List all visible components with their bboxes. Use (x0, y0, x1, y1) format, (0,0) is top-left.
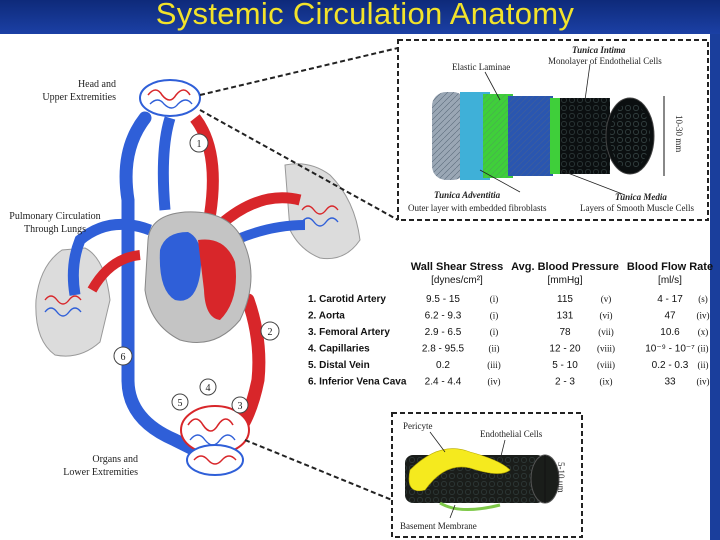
capillary-scale: 5-10 μm (556, 462, 566, 493)
cell-wss: 2.8 - 95.5 (422, 344, 465, 355)
table-row: 4. Capillaries 2.8 - 95.5 (ii) 12 - 20 (viii… (308, 344, 709, 355)
elastic-laminae-label: Elastic Laminae (452, 62, 510, 72)
cell-flow: 0.2 - 0.3 (652, 360, 689, 371)
header-bp: Avg. Blood Pressure (511, 261, 619, 273)
intima-desc: Monolayer of Endothelial Cells (548, 56, 662, 66)
cell-flow-ref: (x) (698, 327, 709, 337)
cell-flow: 4 - 17 (657, 294, 683, 305)
cell-wss-ref: (iv) (488, 377, 501, 387)
header-flow: Blood Flow Rate (627, 261, 713, 273)
cell-bp-ref: (v) (601, 294, 612, 304)
svg-text:4: 4 (206, 383, 211, 394)
cell-bp: 2 - 3 (555, 377, 575, 388)
cell-vessel: 6. Inferior Vena Cava (308, 377, 407, 388)
right-lung (284, 163, 361, 260)
tunica-adventitia-label: Tunica Adventitia (434, 190, 501, 200)
cell-flow: 47 (664, 311, 676, 322)
cell-flow: 33 (664, 377, 676, 388)
capillary-inset: Pericyte Endothelial Cells Basement Memb… (391, 412, 583, 538)
pericyte-label: Pericyte (403, 421, 433, 431)
cell-wss-ref: (ii) (489, 344, 500, 354)
svg-text:3: 3 (238, 401, 243, 412)
cell-bp: 131 (557, 311, 574, 322)
unit-flow: [ml/s] (658, 275, 682, 286)
lower-capillary-bed (180, 405, 250, 476)
endothelial-label: Endothelial Cells (480, 429, 543, 439)
cell-bp-ref: (vi) (600, 311, 613, 321)
pulmonary-label-line1: Pulmonary Circulation (9, 211, 100, 222)
cell-vessel: 1. Carotid Artery (308, 294, 386, 305)
circulation-diagram: Head and Upper Extremities Pulmonary Cir… (9, 47, 399, 501)
tunica-intima-label: Tunica Intima (572, 45, 626, 55)
tunica-media-label: Tunica Media (615, 192, 667, 202)
cell-bp: 78 (559, 327, 571, 338)
cell-flow: 10⁻⁹ - 10⁻⁷ (645, 344, 695, 355)
cell-bp: 115 (557, 294, 573, 305)
head-label-line1: Head and (78, 79, 116, 90)
table-row: 2. Aorta 6.2 - 9.3 (i) 131 (vi) 47 (iv) (308, 311, 710, 322)
table-row: 6. Inferior Vena Cava 2.4 - 4.4 (iv) 2 - 3 (… (308, 377, 710, 388)
cell-flow: 10.6 (660, 327, 680, 338)
artery-scale: 10-30 mm (674, 115, 684, 152)
cell-wss: 2.9 - 6.5 (425, 327, 462, 338)
cell-vessel: 5. Distal Vein (308, 360, 370, 371)
marker-1: 1 (189, 133, 209, 153)
cell-wss-ref: (iii) (487, 360, 501, 370)
pulmonary-label-line2: Through Lungs (24, 224, 86, 235)
header-wss: Wall Shear Stress (411, 261, 504, 273)
marker-4: 4 (199, 378, 217, 396)
table-row: 1. Carotid Artery 9.5 - 15 (i) 115 (v) 4 - 17… (308, 294, 708, 305)
cell-flow-ref: (ii) (698, 344, 709, 354)
table-row: 5. Distal Vein 0.2 (iii) 5 - 10 (viii) 0.2 - … (308, 360, 709, 371)
page-title: Systemic Circulation Anatomy (155, 0, 575, 31)
cell-wss: 6.2 - 9.3 (425, 311, 462, 322)
svg-text:6: 6 (121, 352, 126, 363)
cell-wss-ref: (i) (490, 311, 499, 321)
organs-label-line2: Lower Extremities (63, 467, 138, 478)
cell-bp: 5 - 10 (552, 360, 578, 371)
artery-inset: 10-30 mm Elastic Laminae Tunica Intima M… (397, 39, 709, 221)
organs-label-line1: Organs and (92, 454, 138, 465)
cell-wss: 9.5 - 15 (426, 294, 460, 305)
title-bar: Systemic Circulation Anatomy (0, 0, 720, 34)
cell-bp-ref: (viii) (597, 360, 615, 370)
svg-text:1: 1 (197, 139, 202, 150)
cell-flow-ref: (s) (698, 294, 708, 304)
adventitia-desc: Outer layer with embedded fibroblasts (408, 203, 547, 213)
cell-flow-ref: (iv) (697, 377, 710, 387)
cell-bp: 12 - 20 (549, 344, 581, 355)
cell-vessel: 2. Aorta (308, 311, 345, 322)
cell-wss: 0.2 (436, 360, 450, 371)
svg-text:2: 2 (268, 327, 273, 338)
cell-wss: 2.4 - 4.4 (425, 377, 462, 388)
cell-bp-ref: (viii) (597, 344, 615, 354)
table-row: 3. Femoral Artery 2.9 - 6.5 (i) 78 (vii) 10.6… (308, 327, 708, 338)
cell-wss-ref: (i) (490, 327, 499, 337)
cell-wss-ref: (i) (490, 294, 499, 304)
marker-2: 2 (260, 321, 280, 341)
cell-flow-ref: (iv) (697, 311, 710, 321)
right-lung-capillaries (301, 205, 339, 227)
cell-vessel: 3. Femoral Artery (308, 327, 390, 338)
cell-vessel: 4. Capillaries (308, 344, 370, 355)
svg-text:5: 5 (178, 398, 183, 409)
hemodynamics-table: Wall Shear Stress [dynes/cm²] Avg. Blood… (308, 261, 713, 388)
cell-bp-ref: (vii) (598, 327, 614, 337)
cell-bp-ref: (ix) (600, 377, 613, 387)
unit-wss: [dynes/cm²] (431, 275, 483, 286)
right-border (710, 34, 720, 540)
marker-6: 6 (113, 346, 133, 366)
unit-bp: [mmHg] (548, 275, 583, 286)
marker-5: 5 (171, 393, 189, 411)
head-capillary-bed (139, 79, 201, 117)
left-lung-capillaries (44, 295, 82, 317)
head-label-line2: Upper Extremities (42, 92, 116, 103)
marker-3: 3 (231, 396, 249, 414)
basement-label: Basement Membrane (400, 521, 477, 531)
media-desc: Layers of Smooth Muscle Cells (580, 203, 694, 213)
cell-flow-ref: (ii) (698, 360, 709, 370)
